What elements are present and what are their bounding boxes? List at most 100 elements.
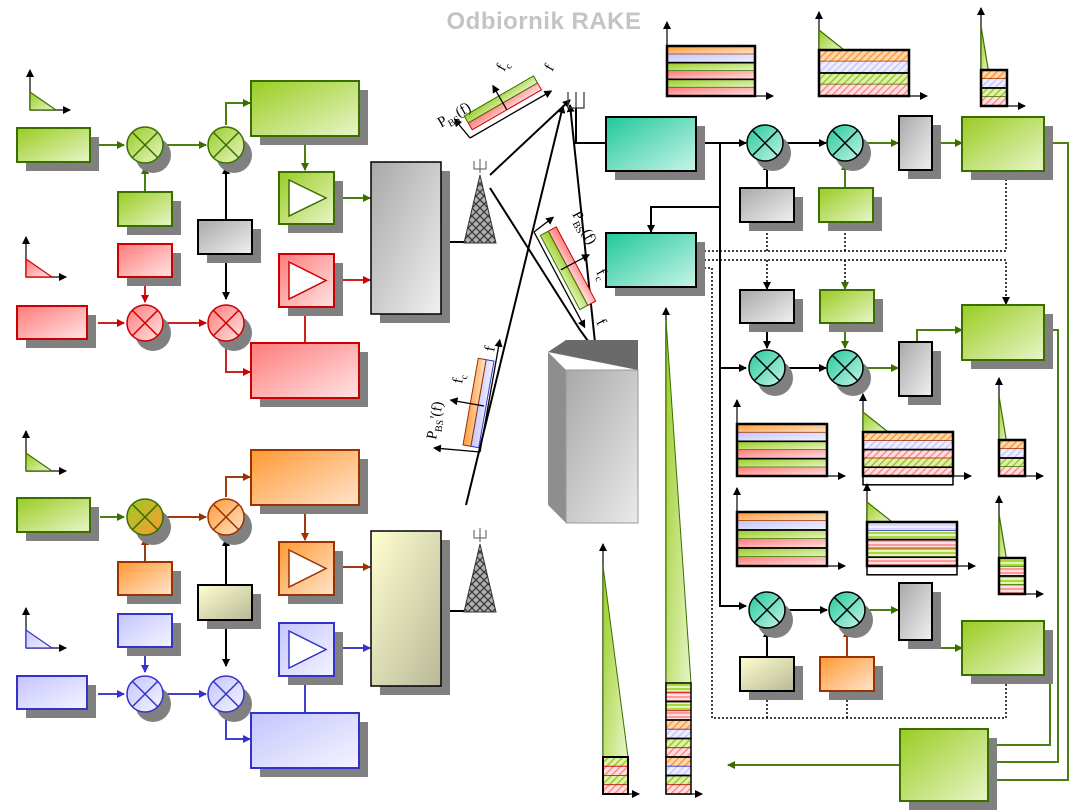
svg-text:fc: fc (590, 266, 611, 284)
amplifier-blue (278, 622, 343, 685)
finger-1-local-oscillator (818, 187, 882, 231)
power-control-green (250, 80, 368, 145)
multiply-cross (753, 596, 781, 624)
spectrum-label-middle: PBS(f) (568, 208, 599, 247)
spectrum-band-red (999, 467, 1025, 476)
spectrum-band-red (602, 765, 629, 776)
finger-2-local-oscillator (819, 289, 883, 332)
signal-combiner-1 (370, 161, 450, 323)
multiply-cross (831, 129, 859, 157)
block-body (16, 305, 88, 340)
pn-code-generator-blue (117, 613, 181, 656)
finger-1-integrator (898, 115, 941, 179)
spectrum-band-green (667, 62, 755, 71)
blocks-layer (16, 80, 1053, 810)
spectrum-band-green (665, 701, 692, 712)
spectrum-triangle (998, 513, 1007, 559)
plot-after-pn-despread-3 (863, 483, 976, 576)
carrier-label-middle: fc (590, 266, 611, 284)
spectrum-band-orange (863, 432, 953, 441)
carrier-axis (449, 397, 485, 407)
spectrum-triangle (25, 451, 54, 472)
freq-label-bottom: f (482, 345, 499, 353)
spreading-mixer-green (126, 126, 171, 173)
path-searcher (605, 232, 705, 296)
spectrum-band-green (863, 458, 953, 468)
data-source-green-2 (16, 497, 99, 541)
freq-label-middle: f (592, 316, 608, 328)
spectrum-band-red (665, 784, 692, 795)
block-body (117, 191, 173, 227)
spectrum-band-orange (665, 756, 692, 767)
spreading-mixer-mixed (126, 498, 171, 545)
spectrum-band-green (665, 738, 692, 749)
multiply-cross (212, 680, 240, 708)
spectrum-band-red (665, 710, 692, 721)
block-body (197, 584, 253, 621)
spectrum-band-red (667, 87, 755, 96)
svg-text:fc: fc (494, 57, 515, 75)
power-control-orange (250, 449, 368, 514)
plot-after-pn-despread-2 (859, 393, 972, 486)
rf-frontend-demodulator (605, 116, 705, 180)
spectrum-triangle (29, 90, 58, 111)
spectrum-triangle (998, 395, 1007, 441)
spectrum-bottom-bs2 (433, 338, 503, 453)
input-spectrum-green-icon (26, 69, 71, 114)
plot-received-spread-spectrum (663, 21, 774, 100)
antenna-tower-icon (463, 174, 497, 244)
block-body (250, 342, 360, 399)
signal-wire (916, 326, 963, 342)
multiply-cross (833, 596, 861, 624)
spectrum-triangle (25, 628, 54, 649)
finger-1-carrier-mixer (826, 124, 871, 171)
block-body (605, 232, 697, 288)
finger-1-weighting-combiner (961, 116, 1053, 180)
block-body (16, 127, 91, 163)
finger-3-weighting-combiner (961, 620, 1053, 684)
finger-3-carrier-mixer (828, 591, 873, 638)
building-side (548, 352, 566, 523)
spectrum-triangle (862, 410, 890, 433)
spectrum-middle-reflected (533, 216, 597, 329)
block-body (898, 115, 933, 171)
spectrum-band-green (867, 548, 957, 558)
signal-wire (575, 108, 606, 144)
carrier-axis (560, 254, 591, 271)
signal-wire (225, 473, 251, 497)
plot-after-integration-1 (977, 7, 1026, 110)
spectrum-band-red (737, 557, 827, 566)
pn-code-generator-red (117, 243, 181, 286)
spectrum-band-orange (737, 512, 827, 521)
block-body (370, 161, 442, 315)
spectrum-band-blue (665, 765, 692, 776)
input-spectrum-red-icon (22, 236, 67, 281)
plot-frame (861, 430, 955, 478)
multiply-cross (131, 131, 159, 159)
spectrum-band-orange (667, 46, 755, 55)
spectrum-band-blue (863, 440, 953, 450)
spectrum-band-blue (981, 79, 1007, 88)
plot-frame (865, 520, 959, 568)
spectrum-band-red (737, 539, 827, 548)
propagation-path-reflected-2 (566, 104, 597, 353)
control-line-1 (696, 171, 1010, 252)
block-body (819, 656, 875, 692)
svg-text:f: f (482, 345, 499, 353)
spectrum-band-green (665, 775, 692, 786)
carrier-oscillator-2 (197, 584, 261, 629)
carrier-oscillator-1 (197, 219, 261, 263)
spectrum-band-orange (999, 440, 1025, 449)
spectrum-band-green (999, 458, 1025, 467)
spectrum-band-green (737, 441, 827, 450)
finger-2-carrier-mixer (826, 349, 871, 396)
spectrum-band-red (665, 747, 692, 758)
diagram-title: Odbiornik RAKE (0, 8, 1080, 36)
plots-layer (22, 7, 1044, 798)
spectrum-band-red (819, 84, 909, 96)
spectrum-band-red (863, 449, 953, 459)
amplifier-triangle-icon (288, 178, 328, 218)
data-source-green (16, 127, 99, 171)
finger-1-pn-code-generator (739, 187, 803, 231)
